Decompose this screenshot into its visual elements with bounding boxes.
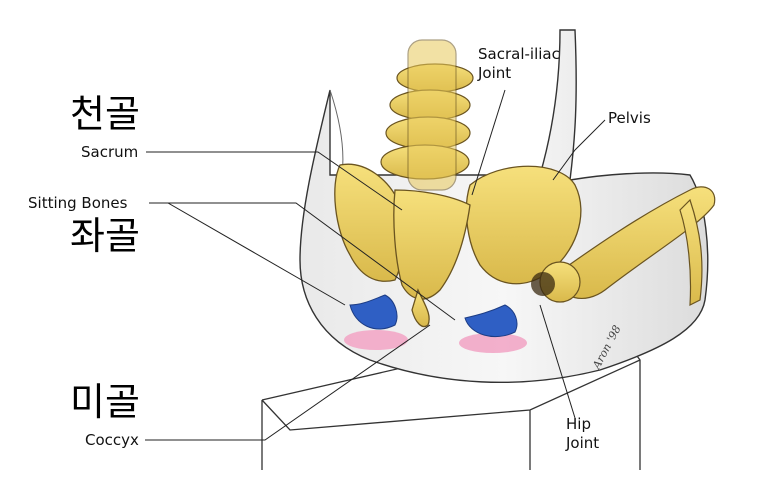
lumbar-spine: [380, 39, 474, 191]
label-pelvis: Pelvis: [608, 109, 651, 127]
hip-joint-head: [531, 261, 581, 303]
korean-label-sitting-bones: 좌골: [70, 214, 140, 258]
label-sitting-bones: Sitting Bones: [28, 194, 128, 212]
femur: [554, 186, 716, 306]
label-hip-line1: Hip: [566, 415, 591, 433]
label-sacrum: Sacrum: [81, 143, 139, 161]
pelvis-bones: [334, 163, 582, 328]
korean-label-coccyx: 미골: [70, 380, 140, 424]
sitting-bone-contacts: [344, 294, 527, 353]
korean-label-sacrum: 천골: [70, 92, 140, 136]
label-sacral-iliac-line1: Sacral-iliac: [478, 45, 560, 63]
leader-lines: [145, 89, 606, 441]
label-coccyx: Coccyx: [85, 431, 139, 449]
label-hip-line2: Joint: [566, 434, 600, 452]
label-sacral-iliac-line2: Joint: [478, 64, 512, 82]
